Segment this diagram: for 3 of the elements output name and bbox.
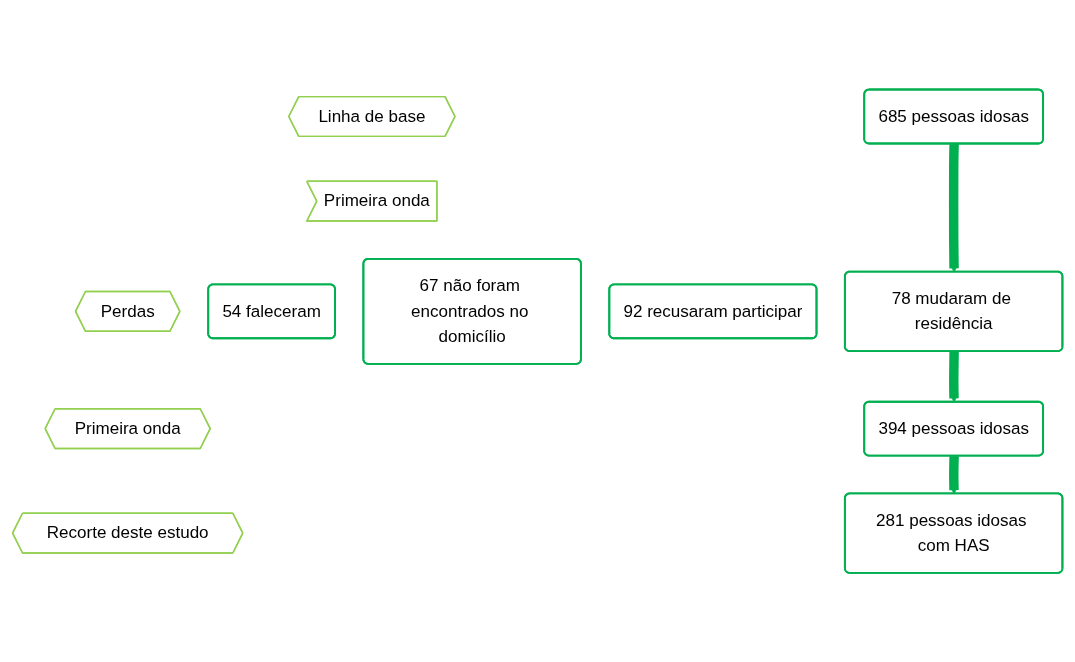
arrow bbox=[948, 142, 959, 273]
arrow bbox=[949, 351, 959, 403]
arrow bbox=[949, 454, 959, 495]
